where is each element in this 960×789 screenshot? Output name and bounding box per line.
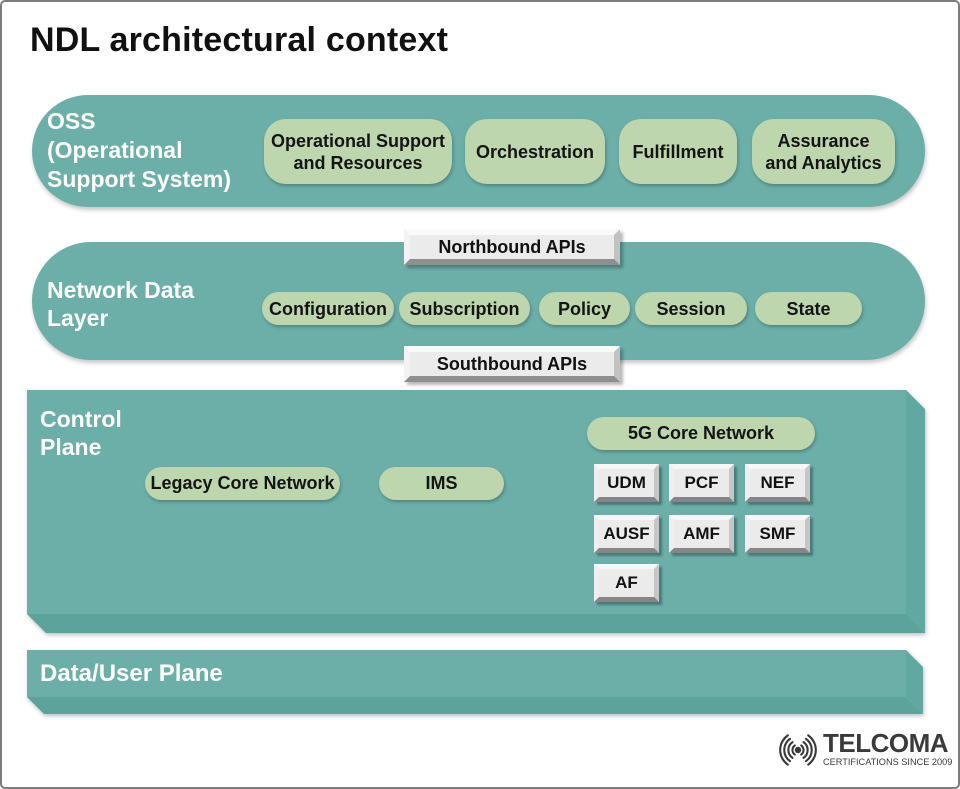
- oss-band-label: OSS (Operational Support System): [47, 108, 232, 192]
- pill-ims: IMS: [379, 467, 504, 500]
- oss-band: OSS (Operational Support System) Operati…: [32, 95, 925, 207]
- data-user-plane-label: Data/User Plane: [40, 660, 223, 687]
- radio-waves-icon: [779, 734, 817, 766]
- control-plane-label: Control Plane: [40, 406, 122, 460]
- pill-operational-support-resources: Operational Support and Resources: [264, 119, 452, 184]
- telcoma-logo: TELCOMA CERTIFICATIONS SINCE 2009: [776, 728, 953, 767]
- pill-fulfillment: Fulfillment: [619, 119, 737, 184]
- nf-box-pcf: PCF: [669, 464, 734, 502]
- logo-name: TELCOMA: [823, 728, 949, 758]
- nf-box-ausf: AUSF: [594, 515, 659, 553]
- nf-box-af: AF: [594, 564, 659, 602]
- data-plane-shape: [27, 650, 923, 714]
- ndl-band-label: Network Data Layer: [47, 277, 194, 331]
- nf-box-nef: NEF: [745, 464, 810, 502]
- pill-state: State: [755, 292, 862, 325]
- pill-policy: Policy: [539, 292, 630, 325]
- pill-5g-core-network: 5G Core Network: [587, 417, 815, 450]
- data-user-plane-slab: Data/User Plane: [27, 650, 924, 715]
- southbound-apis-box: Southbound APIs: [404, 346, 620, 382]
- nf-box-amf: AMF: [669, 515, 734, 553]
- page-title: NDL architectural context: [30, 21, 449, 59]
- pill-assurance-analytics: Assurance and Analytics: [752, 119, 895, 184]
- pill-legacy-core-network: Legacy Core Network: [145, 467, 340, 500]
- nf-box-udm: UDM: [594, 464, 659, 502]
- logo-tagline: CERTIFICATIONS SINCE 2009: [823, 757, 953, 767]
- pill-subscription: Subscription: [399, 292, 530, 325]
- pill-configuration: Configuration: [262, 292, 394, 325]
- pill-session: Session: [635, 292, 747, 325]
- pill-orchestration: Orchestration: [465, 119, 605, 184]
- northbound-apis-box: Northbound APIs: [404, 229, 620, 265]
- nf-box-smf: SMF: [745, 515, 810, 553]
- control-plane-slab: Control Plane 5G Core Network Legacy Cor…: [27, 390, 926, 634]
